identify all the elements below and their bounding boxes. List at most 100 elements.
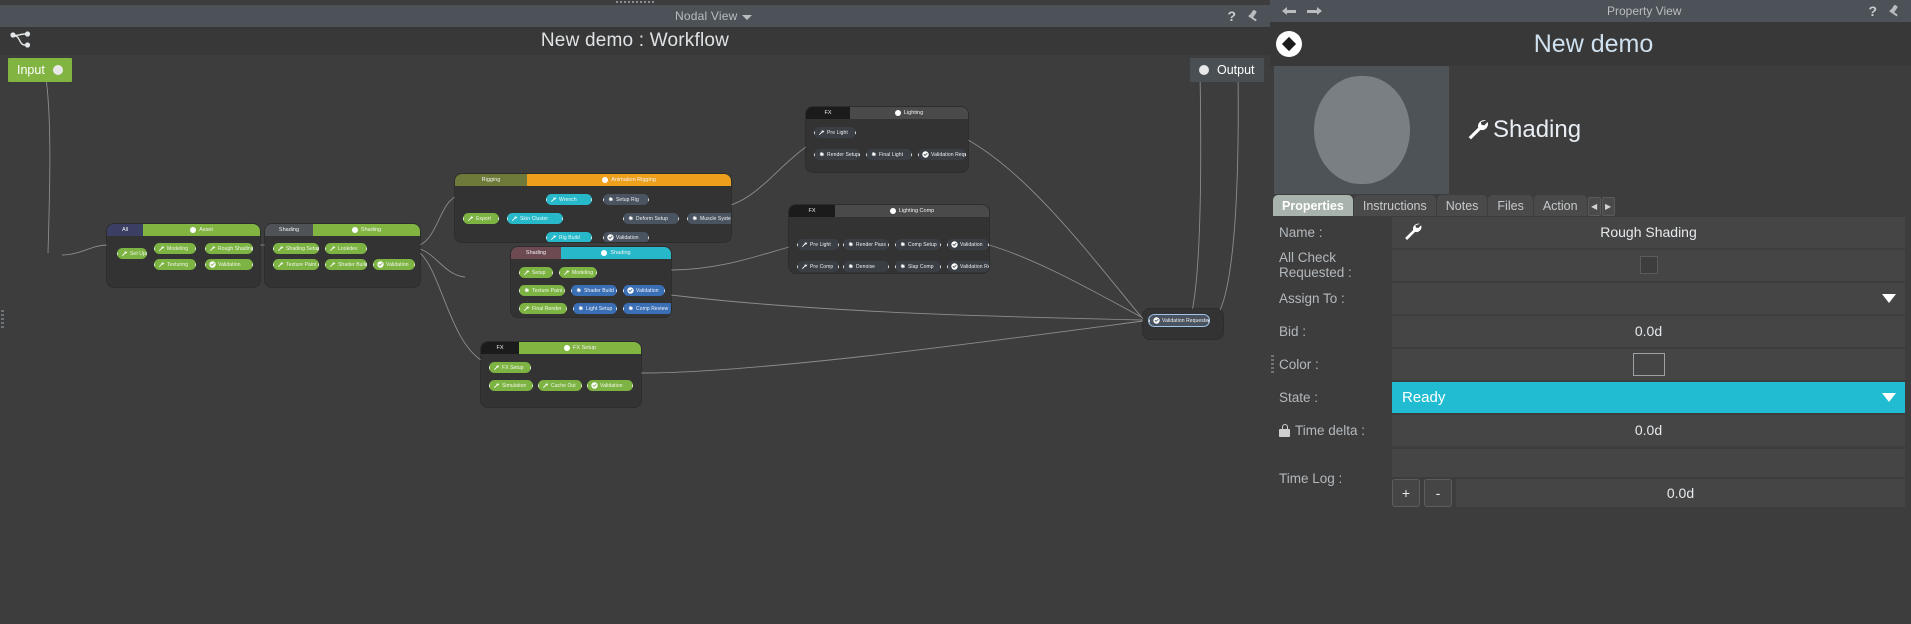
task-node[interactable]: Pre Light [814,127,856,138]
task-node[interactable]: Light Setup [573,303,617,314]
state-dropdown[interactable]: Ready [1392,381,1905,413]
task-node[interactable]: Shader Build [571,285,617,296]
node-group-header-segment[interactable]: Rigging [455,174,527,186]
task-node[interactable]: Muscle System [687,213,731,224]
time-log-increment-button[interactable]: + [1392,479,1420,507]
task-node[interactable]: Validation [373,259,415,270]
task-node[interactable]: Cache Out [538,380,582,391]
arrow-left-icon[interactable] [1282,5,1298,17]
node-group-header-segment[interactable]: All [107,224,143,236]
task-node[interactable]: FX Setup [489,362,531,373]
task-node[interactable]: Deform Setup [623,213,679,224]
output-port-dot[interactable] [1199,65,1209,75]
tab-files[interactable]: Files [1488,195,1533,216]
tab-action[interactable]: Action [1533,195,1587,216]
node-group-header-segment[interactable]: FX Setup [519,342,641,354]
task-node[interactable]: Validation [205,259,253,270]
bid-field[interactable]: 0.0d [1392,315,1905,347]
nodal-view-menu[interactable]: Nodal View [200,9,1227,23]
tab-properties[interactable]: Properties [1273,195,1353,216]
node-group-header-segment[interactable]: Shading [265,224,313,236]
time-log-entry-field[interactable] [1392,449,1905,477]
pin-icon[interactable] [1887,4,1901,18]
input-node[interactable]: Input [8,58,72,82]
task-node[interactable]: Simulation [489,380,533,391]
task-node[interactable]: Shader Build [325,259,367,270]
node-group-header-segment[interactable]: Shading [561,247,671,259]
node-group-header-segment[interactable]: Animation Rigging [527,174,731,186]
task-node[interactable]: Setup Rig [603,194,649,205]
assign-to-dropdown[interactable] [1392,282,1905,314]
tab-scroll-right-icon[interactable]: ▶ [1601,197,1615,216]
time-log-decrement-button[interactable]: - [1424,479,1452,507]
task-node[interactable]: Validation Requested [1149,315,1209,326]
task-node[interactable]: Modeling [154,243,196,254]
task-node[interactable]: Wrench [546,194,592,205]
canvas-left-resize-handle[interactable] [1,310,4,330]
tab-notes[interactable]: Notes [1436,195,1488,216]
node-group-header-segment[interactable]: Shading [313,224,420,236]
task-node[interactable]: Set Up [117,248,147,259]
task-node[interactable]: Setup [519,267,553,278]
node-group-header-segment[interactable]: Asset [143,224,260,236]
task-node[interactable]: Rough Shading [205,243,253,254]
task-node[interactable]: Texturing [154,259,196,270]
sphere-preview-icon[interactable] [1274,66,1449,194]
input-port-dot[interactable] [52,65,63,75]
tab-scroll-left-icon[interactable]: ◀ [1587,197,1601,216]
task-node[interactable]: Final Render [519,303,567,314]
node-group-header-segment[interactable]: Lighting [850,107,968,119]
task-node[interactable]: Validation Requested [918,149,966,160]
task-node[interactable]: Slap Comp [895,261,941,272]
task-node[interactable]: Validation [947,239,989,250]
node-group-header-segment[interactable]: FX [789,205,835,217]
task-node[interactable]: Validation [587,380,633,391]
task-node[interactable]: Comp Review [623,303,671,314]
task-node[interactable]: Pre Comp [797,261,839,272]
node-group-header-segment[interactable]: Shading [511,247,561,259]
task-node[interactable]: Validation [603,232,649,242]
task-node[interactable]: Denoise [843,261,889,272]
task-node[interactable]: Texture Paint [273,259,319,270]
node-group-header-segment[interactable]: FX [481,342,519,354]
all-check-requested-checkbox[interactable] [1639,256,1658,274]
tab-instructions[interactable]: Instructions [1353,195,1436,216]
task-node[interactable]: Comp Setup [895,239,941,250]
window-grip-handle[interactable] [615,0,655,5]
help-icon[interactable]: ? [1868,3,1877,19]
task-node[interactable]: Modeling [559,267,597,278]
pin-icon[interactable] [1246,9,1260,23]
task-node[interactable]: Validation [623,285,665,296]
task-node[interactable]: Export [463,213,499,224]
output-node[interactable]: Output [1190,58,1264,82]
name-field[interactable]: Rough Shading [1392,216,1905,248]
task-node[interactable]: Final Light [866,149,912,160]
task-node[interactable]: Render Pass [843,239,889,250]
node-group-header-segment[interactable]: FX [806,107,850,119]
task-node[interactable]: Skin Cluster [507,213,563,224]
node-graph-icon[interactable] [10,31,32,49]
help-icon[interactable]: ? [1227,8,1236,24]
task-node[interactable]: Lookdev [325,243,367,254]
task-node[interactable]: Rig Build [546,232,592,242]
task-node[interactable]: Render Setup [814,149,860,160]
task-node[interactable]: Validation Requested [947,261,989,272]
task-node[interactable]: Shading Setup [273,243,319,254]
color-swatch[interactable] [1632,352,1665,376]
arrow-right-icon[interactable] [1306,5,1322,17]
node-group[interactable]: Validation Requested [1143,309,1223,339]
property-panel-resize-handle[interactable] [1271,355,1274,375]
